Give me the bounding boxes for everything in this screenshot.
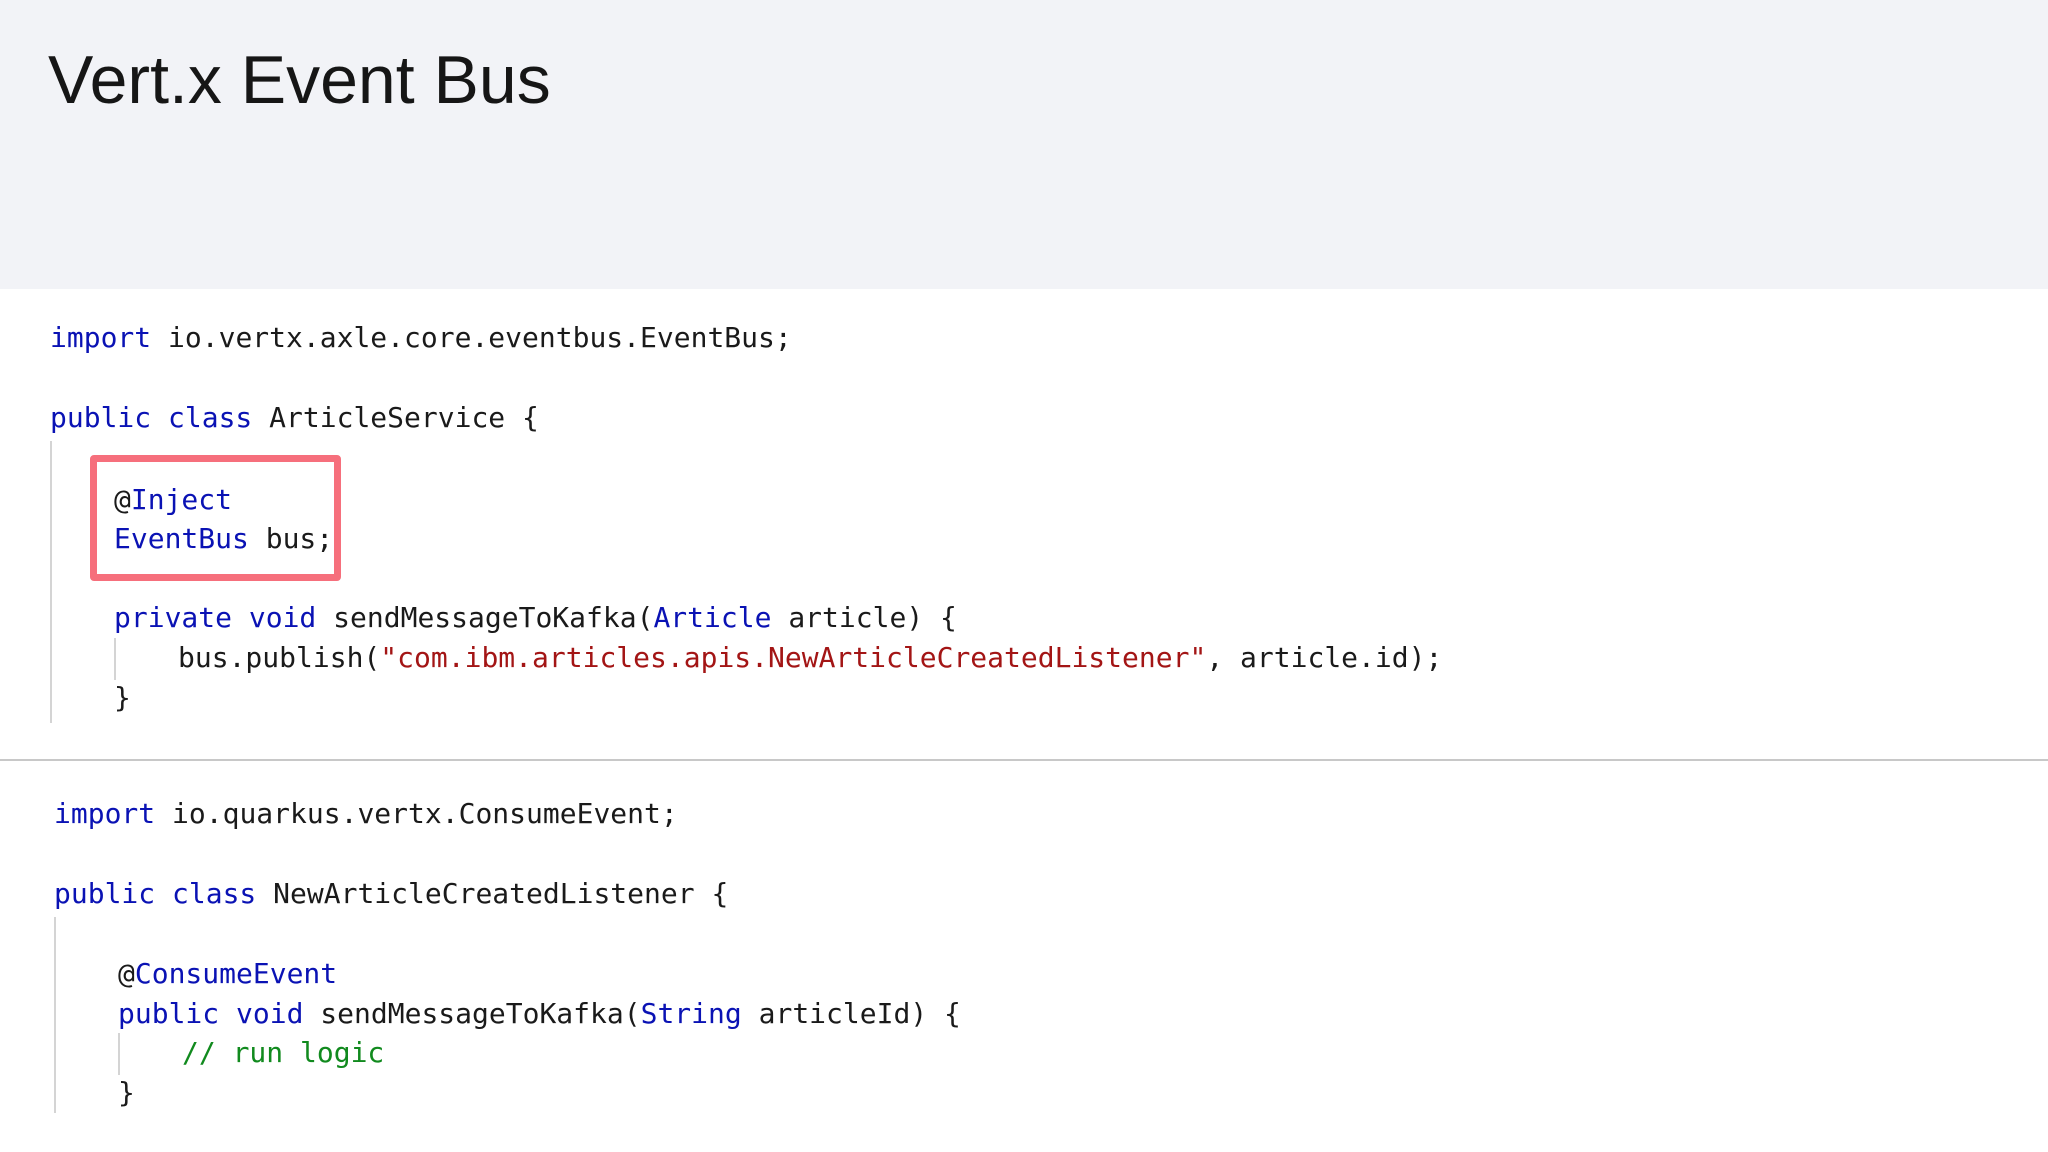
code-line-close-brace: } bbox=[118, 1076, 135, 1109]
indent-guide bbox=[50, 441, 52, 723]
code-line-import: import io.vertx.axle.core.eventbus.Event… bbox=[50, 321, 792, 354]
code-line-publish-call: bus.publish("com.ibm.articles.apis.NewAr… bbox=[178, 641, 1443, 674]
indent-guide bbox=[114, 638, 116, 680]
slide-header: Vert.x Event Bus bbox=[0, 0, 2048, 289]
indent-guide bbox=[54, 917, 56, 1113]
code-line-field: EventBus bus; bbox=[114, 522, 334, 555]
slide-title: Vert.x Event Bus bbox=[48, 42, 551, 118]
code-line-method-decl: public void sendMessageToKafka(String ar… bbox=[118, 997, 961, 1030]
code-line-method-decl: private void sendMessageToKafka(Article … bbox=[114, 601, 957, 634]
code-line-class-decl: public class ArticleService { bbox=[50, 401, 539, 434]
highlight-box bbox=[90, 455, 341, 581]
code-block-listener: import io.quarkus.vertx.ConsumeEvent; pu… bbox=[0, 0, 2048, 1113]
code-line-import: import io.quarkus.vertx.ConsumeEvent; bbox=[54, 797, 678, 830]
section-divider bbox=[0, 759, 2048, 761]
code-line-close-brace: } bbox=[114, 681, 131, 714]
code-line-class-decl: public class NewArticleCreatedListener { bbox=[54, 877, 729, 910]
code-line-comment: // run logic bbox=[182, 1036, 385, 1069]
indent-guide bbox=[118, 1033, 120, 1075]
code-line-annotation: @ConsumeEvent bbox=[118, 957, 338, 990]
code-block-article-service: import io.vertx.axle.core.eventbus.Event… bbox=[0, 0, 2048, 723]
code-line-annotation: @Inject bbox=[114, 483, 233, 516]
